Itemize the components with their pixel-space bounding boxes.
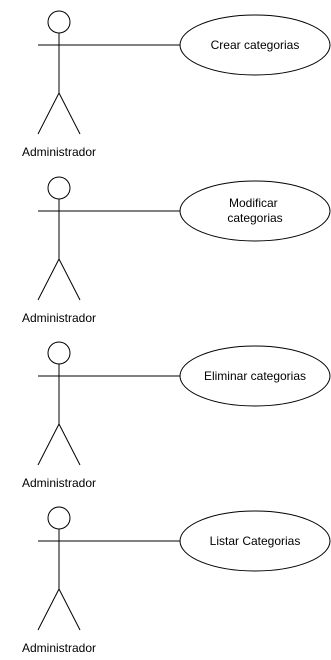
use-case-label-line: categorias: [227, 211, 282, 225]
use-case-label: Crear categorias: [211, 38, 300, 52]
actor-label: Administrador: [22, 145, 96, 159]
actor-head: [47, 176, 71, 200]
use-case-label: Eliminar categorias: [204, 369, 306, 383]
actor-right-leg: [58, 423, 81, 466]
actor-left-leg: [37, 588, 60, 631]
actor-figure: [37, 341, 82, 466]
use-case-row: Administrador Modificar categorias: [22, 176, 331, 325]
actor-label: Administrador: [22, 641, 96, 655]
actor-figure: [37, 10, 82, 135]
actor-label: Administrador: [22, 311, 96, 325]
use-case-label-line: Crear categorias: [211, 38, 300, 52]
use-case-row: Administrador Listar Categorias: [22, 506, 331, 655]
actor-left-leg: [37, 92, 60, 135]
actor-right-leg: [58, 588, 81, 631]
actor-head: [47, 10, 71, 34]
use-case-ellipse: [179, 345, 331, 407]
actor-head: [47, 506, 71, 530]
use-case-label-line: Modificar: [229, 196, 278, 210]
actor-left-leg: [37, 258, 60, 301]
use-case-row: Administrador Eliminar categorias: [22, 341, 331, 490]
actor-head: [47, 341, 71, 365]
use-case-label-line: Eliminar categorias: [204, 369, 306, 383]
use-case-label: Modificar categorias: [227, 196, 282, 225]
use-case-ellipse: [179, 14, 331, 76]
use-case-ellipse: [179, 180, 331, 242]
actor-figure: [37, 176, 82, 301]
actor-figure: [37, 506, 82, 631]
use-case-label: Listar Categorias: [210, 534, 301, 548]
actor-label: Administrador: [22, 476, 96, 490]
actor-left-leg: [37, 423, 60, 466]
actor-right-leg: [58, 92, 81, 135]
use-case-row: Administrador Crear categorias: [22, 10, 331, 159]
actor-right-leg: [58, 258, 81, 301]
use-case-label-line: Listar Categorias: [210, 534, 301, 548]
use-case-ellipse: [179, 510, 331, 572]
